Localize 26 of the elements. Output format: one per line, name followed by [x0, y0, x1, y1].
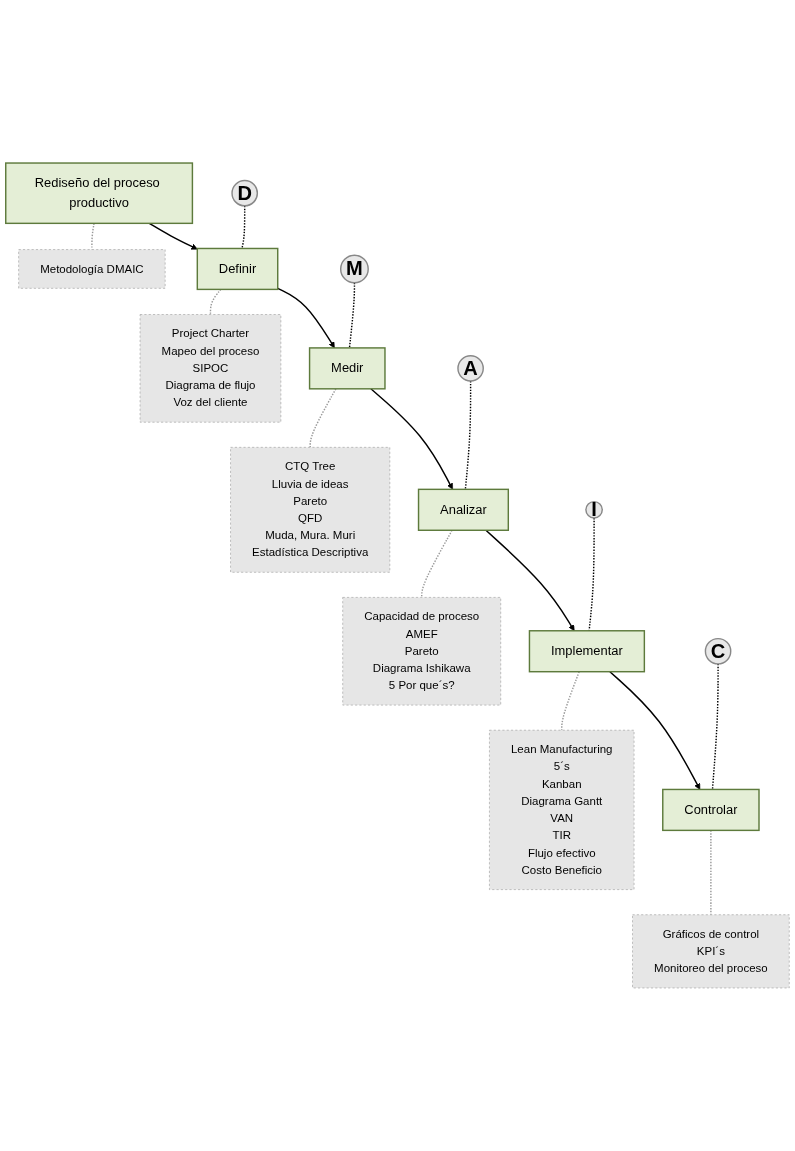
node-circle: A [457, 355, 484, 382]
node-circle: M [339, 254, 369, 284]
node-box: CTQ Tree Lluvia de ideas Pareto QFD Muda, Mura. Muri Estadística Descriptiva [230, 446, 391, 573]
node-box: Analizar [417, 488, 510, 531]
node-box: Definir [196, 247, 279, 291]
node-box: Project Charter Mapeo del proceso SIPOC Diagrama de flujo Voz del cliente [139, 314, 282, 423]
node-box: Metodología DMAIC [18, 249, 166, 289]
arrow [277, 287, 335, 349]
connector [421, 529, 453, 599]
node-box: Gráficos de control KPI´s Monitoreo del proceso [632, 914, 790, 989]
node-box: Capacidad de proceso AMEF Pareto Diagrama Ishikawa 5 Por que´s? [342, 597, 502, 706]
node-circle: D [231, 179, 259, 207]
arrow [609, 671, 701, 790]
node-box: Medir [308, 347, 386, 390]
node-box: Lean Manufacturing 5´s Kanban Diagrama Gantt VAN TIR Flujo efectivo Costo Beneficio [489, 729, 635, 890]
node-box: Rediseño del proceso productivo [5, 162, 194, 225]
node-circle: C [704, 637, 732, 665]
connector [348, 281, 356, 349]
connector [209, 288, 222, 316]
node-circle: I [585, 500, 603, 519]
node-box: Implementar [528, 630, 646, 673]
node-box: Controlar [662, 788, 760, 832]
arrow [485, 529, 575, 632]
connector [561, 671, 580, 731]
arrow [370, 388, 453, 490]
arrow [148, 222, 198, 250]
